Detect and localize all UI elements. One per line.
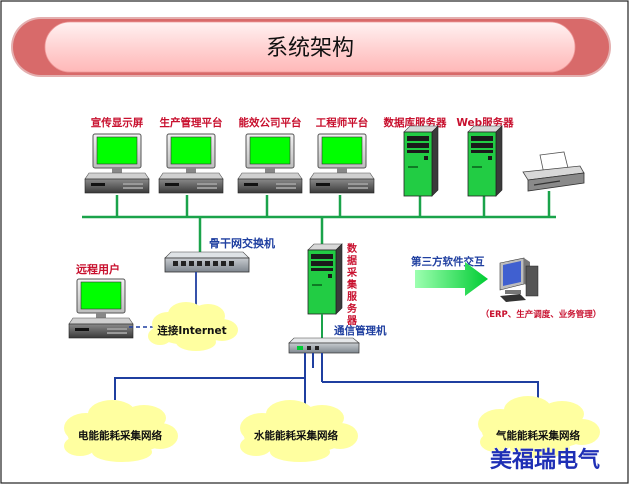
web-server-icon [467,125,503,197]
data-server-char: 集 [346,278,358,291]
energy-company-label: 能效公司平台 [239,116,302,129]
engineer-label: 工程师平台 [316,116,369,129]
backbone-switch-label: 骨干网交换机 [209,236,275,250]
production-mgmt-label: 生产管理平台 [160,116,223,129]
gas-network-label: 气能能耗采集网络 [495,429,580,442]
page-title: 系统架构 [266,36,354,61]
display-screen-label: 宣传显示屏 [91,116,144,129]
remote-user-pc-icon [68,278,134,339]
data-server-char: 采 [346,266,357,279]
printer-icon [522,151,585,192]
comm-manager-label: 通信管理机 [334,324,387,337]
water-network-label: 水能能耗采集网络 [253,429,338,442]
data-server-char: 务 [347,302,358,315]
title-banner: 系统架构 [11,17,611,77]
display-screen-pc-icon [84,133,150,194]
gas-network-cloud [478,396,600,458]
third-party-pc-icon [499,257,539,302]
data-server-char: 数 [347,242,358,255]
third-party-arrow-icon [415,262,488,296]
internet-cloud [148,302,238,351]
remote-user-label: 远程用户 [76,262,120,276]
water-network-cloud [240,400,358,462]
main-bus [82,191,556,260]
production-mgmt-pc-icon [158,133,224,194]
data-server-icon [307,243,343,315]
third-party-label: 第三方软件交互 [411,255,485,268]
internet-label: 连接Internet [157,324,226,337]
electric-network-label: 电能能耗采集网络 [78,429,162,442]
backbone-switch-icon [164,251,250,273]
third-party-note: （ERP、生产调度、业务管理） [481,309,602,320]
data-server-char: 据 [347,254,357,267]
comm-manager-icon [288,337,360,354]
data-server-char: 服 [347,291,358,303]
engineer-pc-icon [309,133,375,194]
brand-logo-text: 美福瑞电气 [490,447,600,473]
electric-network-cloud [64,400,178,462]
data-server-label: 数 据 采 集 服 务 器 [346,242,358,327]
collection-bus [114,353,539,404]
data-server-char: 器 [346,315,358,327]
db-server-icon [403,125,439,197]
energy-company-pc-icon [237,133,303,194]
